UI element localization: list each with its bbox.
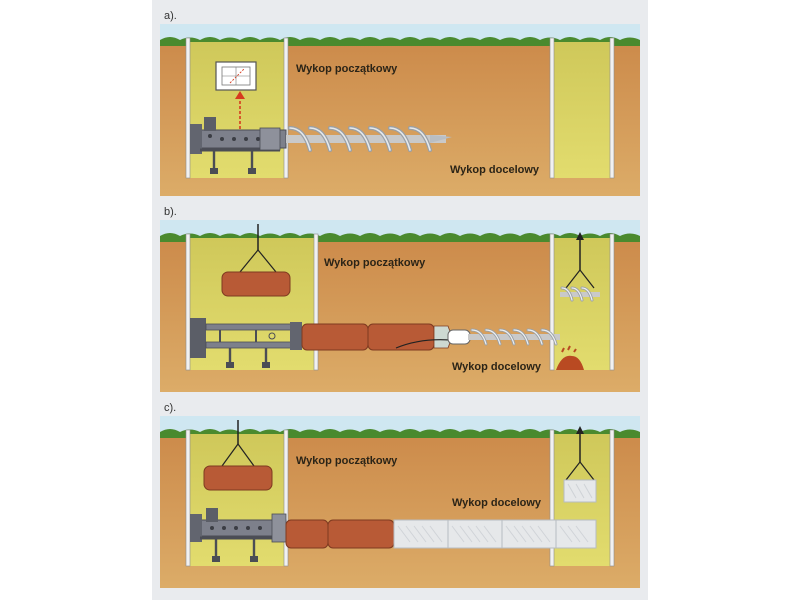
crane-hook: [221, 420, 255, 467]
target-pit-label: Wykop docelowy: [452, 361, 542, 373]
start-pit-label: Wykop początkowy: [296, 63, 398, 75]
start-pit-label: Wykop początkowy: [324, 257, 426, 269]
panel-c-scene: Wykop początkowy Wykop docelowy: [160, 416, 640, 588]
drilling-machine: [190, 318, 302, 368]
arrow-up-icon: [576, 426, 584, 434]
auger: [468, 328, 560, 346]
figure-frame: a).: [152, 0, 648, 600]
target-pit-label: Wykop docelowy: [450, 164, 540, 176]
auger-segment: [560, 286, 600, 302]
steel-casing: [393, 519, 597, 549]
pipe-segment: [203, 465, 273, 491]
panel-b-letter: b).: [164, 206, 177, 218]
start-pit-label: Wykop początkowy: [296, 455, 398, 467]
auger: [286, 126, 452, 152]
crane-hook: [239, 224, 277, 273]
monitor-icon: [215, 61, 257, 91]
crane-hook: [565, 426, 595, 481]
target-pit-label: Wykop docelowy: [452, 497, 542, 509]
arrow-up-icon: [576, 232, 584, 240]
arrow-up-icon: [235, 91, 245, 99]
panel-a-letter: a).: [164, 10, 177, 22]
pipe-segment: [285, 519, 329, 549]
pipe-segment: [327, 519, 395, 549]
panel-b-scene: Wykop początkowy Wykop docelowy: [160, 220, 640, 392]
spoil-pile: [556, 355, 584, 370]
panel-a-scene: Wykop początkowy Wykop docelowy: [160, 24, 640, 196]
crane-hook: [565, 232, 595, 289]
drilling-machine: [190, 508, 287, 562]
steel-casing-segment: [563, 479, 597, 503]
target-pit: [554, 42, 610, 178]
start-pit: [190, 434, 284, 566]
pipe-segment: [301, 323, 369, 351]
drilling-machine: [190, 117, 287, 174]
pipe-segment: [221, 271, 291, 297]
panel-c-letter: c).: [164, 402, 177, 414]
drill-head: [447, 329, 471, 345]
